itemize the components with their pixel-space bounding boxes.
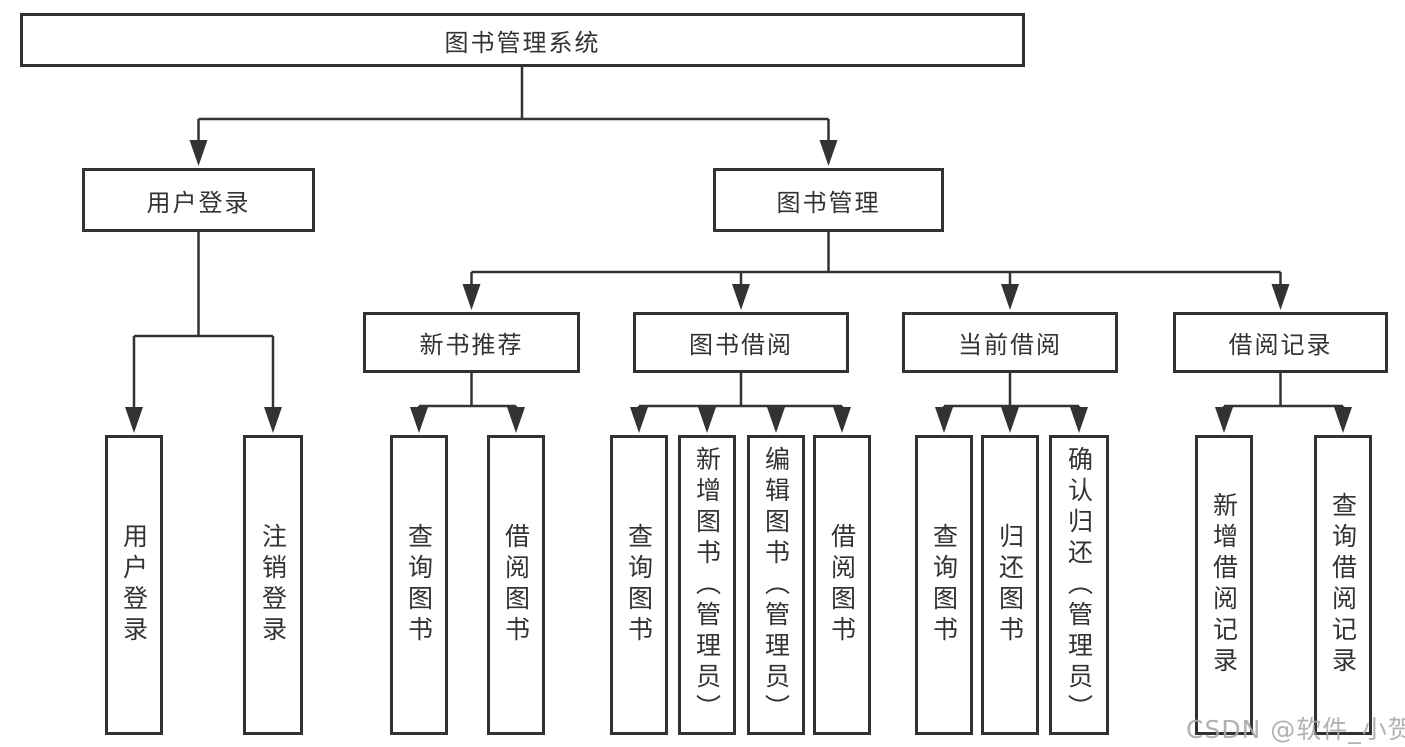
node-book-management-label: 图书管理	[776, 188, 881, 217]
node-new-book-recommend: 新书推荐	[363, 312, 580, 373]
arrow-down-icon	[1070, 407, 1088, 433]
arrow-down-icon	[410, 407, 428, 433]
arrow-down-icon	[698, 407, 716, 433]
leaf-logout-label: 注销登录	[258, 523, 288, 647]
arrow-down-icon	[819, 140, 838, 166]
leaf-user-login: 用户登录	[105, 435, 163, 735]
arrow-down-icon	[189, 140, 208, 166]
leaf-borrowing-borrow-book: 借阅图书	[813, 435, 871, 735]
arrow-down-icon	[935, 407, 953, 433]
arrow-down-icon	[630, 407, 648, 433]
leaf-current-query-book: 查询图书	[915, 435, 973, 735]
leaf-records-add-record-label: 新增借阅记录	[1209, 492, 1239, 678]
arrow-down-icon	[507, 407, 525, 433]
leaf-current-return-book: 归还图书	[981, 435, 1039, 735]
leaf-borrowing-add-book-admin: 新增图书（管理员）	[678, 435, 736, 735]
leaf-borrowing-query-book-label: 查询图书	[624, 523, 654, 647]
arrow-down-icon	[264, 407, 282, 433]
arrow-down-icon	[767, 407, 785, 433]
leaf-records-add-record: 新增借阅记录	[1195, 435, 1253, 735]
watermark-text: CSDN @软件_小贺同学	[1186, 715, 1405, 744]
leaf-records-query-record: 查询借阅记录	[1314, 435, 1372, 735]
leaf-user-login-label: 用户登录	[119, 523, 149, 647]
node-book-borrowing-label: 图书借阅	[689, 331, 793, 359]
arrow-down-icon	[1215, 407, 1233, 433]
leaf-current-confirm-return-admin-label: 确认归还（管理员）	[1064, 445, 1094, 725]
leaf-borrowing-query-book: 查询图书	[610, 435, 668, 735]
leaf-current-confirm-return-admin: 确认归还（管理员）	[1049, 435, 1109, 735]
arrow-down-icon	[462, 284, 481, 310]
node-book-borrowing: 图书借阅	[633, 312, 849, 373]
arrow-down-icon	[1271, 284, 1290, 310]
leaf-current-return-book-label: 归还图书	[995, 523, 1025, 647]
node-root-label: 图书管理系统	[444, 28, 601, 57]
node-current-borrowing-label: 当前借阅	[958, 331, 1062, 359]
node-borrow-records-label: 借阅记录	[1228, 331, 1333, 359]
leaf-borrowing-add-book-admin-label: 新增图书（管理员）	[692, 445, 722, 725]
leaf-records-query-record-label: 查询借阅记录	[1328, 492, 1358, 678]
node-book-management: 图书管理	[713, 168, 944, 232]
leaf-current-query-book-label: 查询图书	[929, 523, 959, 647]
node-root-library-system: 图书管理系统	[20, 13, 1025, 67]
leaf-recommend-borrow-book: 借阅图书	[487, 435, 545, 735]
arrow-down-icon	[125, 407, 143, 433]
leaf-borrowing-edit-book-admin: 编辑图书（管理员）	[747, 435, 805, 735]
leaf-recommend-borrow-book-label: 借阅图书	[501, 523, 531, 647]
arrow-down-icon	[1001, 284, 1019, 310]
arrow-down-icon	[1001, 407, 1019, 433]
arrow-down-icon	[732, 284, 750, 310]
node-current-borrowing: 当前借阅	[902, 312, 1118, 373]
arrowheads	[125, 140, 1352, 433]
node-borrow-records: 借阅记录	[1173, 312, 1388, 373]
leaf-borrowing-borrow-book-label: 借阅图书	[827, 523, 857, 647]
node-user-login-label: 用户登录	[146, 188, 251, 217]
leaf-recommend-query-book-label: 查询图书	[404, 523, 434, 647]
node-new-book-recommend-label: 新书推荐	[419, 331, 524, 359]
node-user-login: 用户登录	[82, 168, 315, 232]
arrow-down-icon	[1334, 407, 1352, 433]
leaf-recommend-query-book: 查询图书	[390, 435, 448, 735]
leaf-borrowing-edit-book-admin-label: 编辑图书（管理员）	[761, 445, 791, 725]
arrow-down-icon	[833, 407, 851, 433]
leaf-logout: 注销登录	[243, 435, 303, 735]
